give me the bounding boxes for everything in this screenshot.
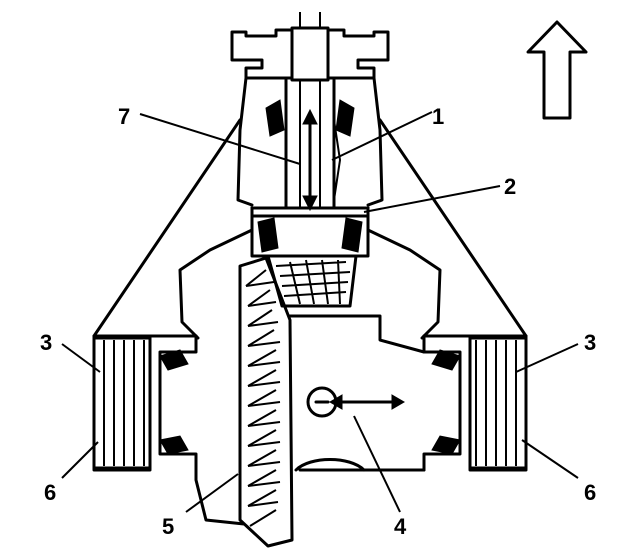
up-arrow-icon xyxy=(526,20,588,120)
ring-gear xyxy=(238,256,294,548)
callout-6-left: 6 xyxy=(44,480,56,505)
pinion-depth-arrow xyxy=(302,108,318,212)
inner-pinion-bearing xyxy=(250,214,370,258)
outer-pinion-bearing xyxy=(265,99,355,137)
callout-2: 2 xyxy=(504,174,516,199)
differential-case xyxy=(158,314,462,526)
pinion-housing xyxy=(236,76,384,207)
callout-7: 7 xyxy=(118,104,130,129)
callout-5: 5 xyxy=(162,514,174,539)
pinion-shaft xyxy=(284,78,336,212)
callout-6-right: 6 xyxy=(584,480,596,505)
pinion-flange xyxy=(230,12,390,82)
callout-3-right: 3 xyxy=(584,330,596,355)
callout-1: 1 xyxy=(432,104,444,129)
axle-housing xyxy=(92,118,528,472)
backlash-arrow xyxy=(306,386,405,418)
side-bearing-left xyxy=(92,336,152,470)
collapsible-spacer xyxy=(333,119,342,201)
leader-lines xyxy=(61,111,579,513)
callout-3-left: 3 xyxy=(40,330,52,355)
callout-4: 4 xyxy=(394,514,407,539)
side-bearing-right xyxy=(468,336,528,470)
